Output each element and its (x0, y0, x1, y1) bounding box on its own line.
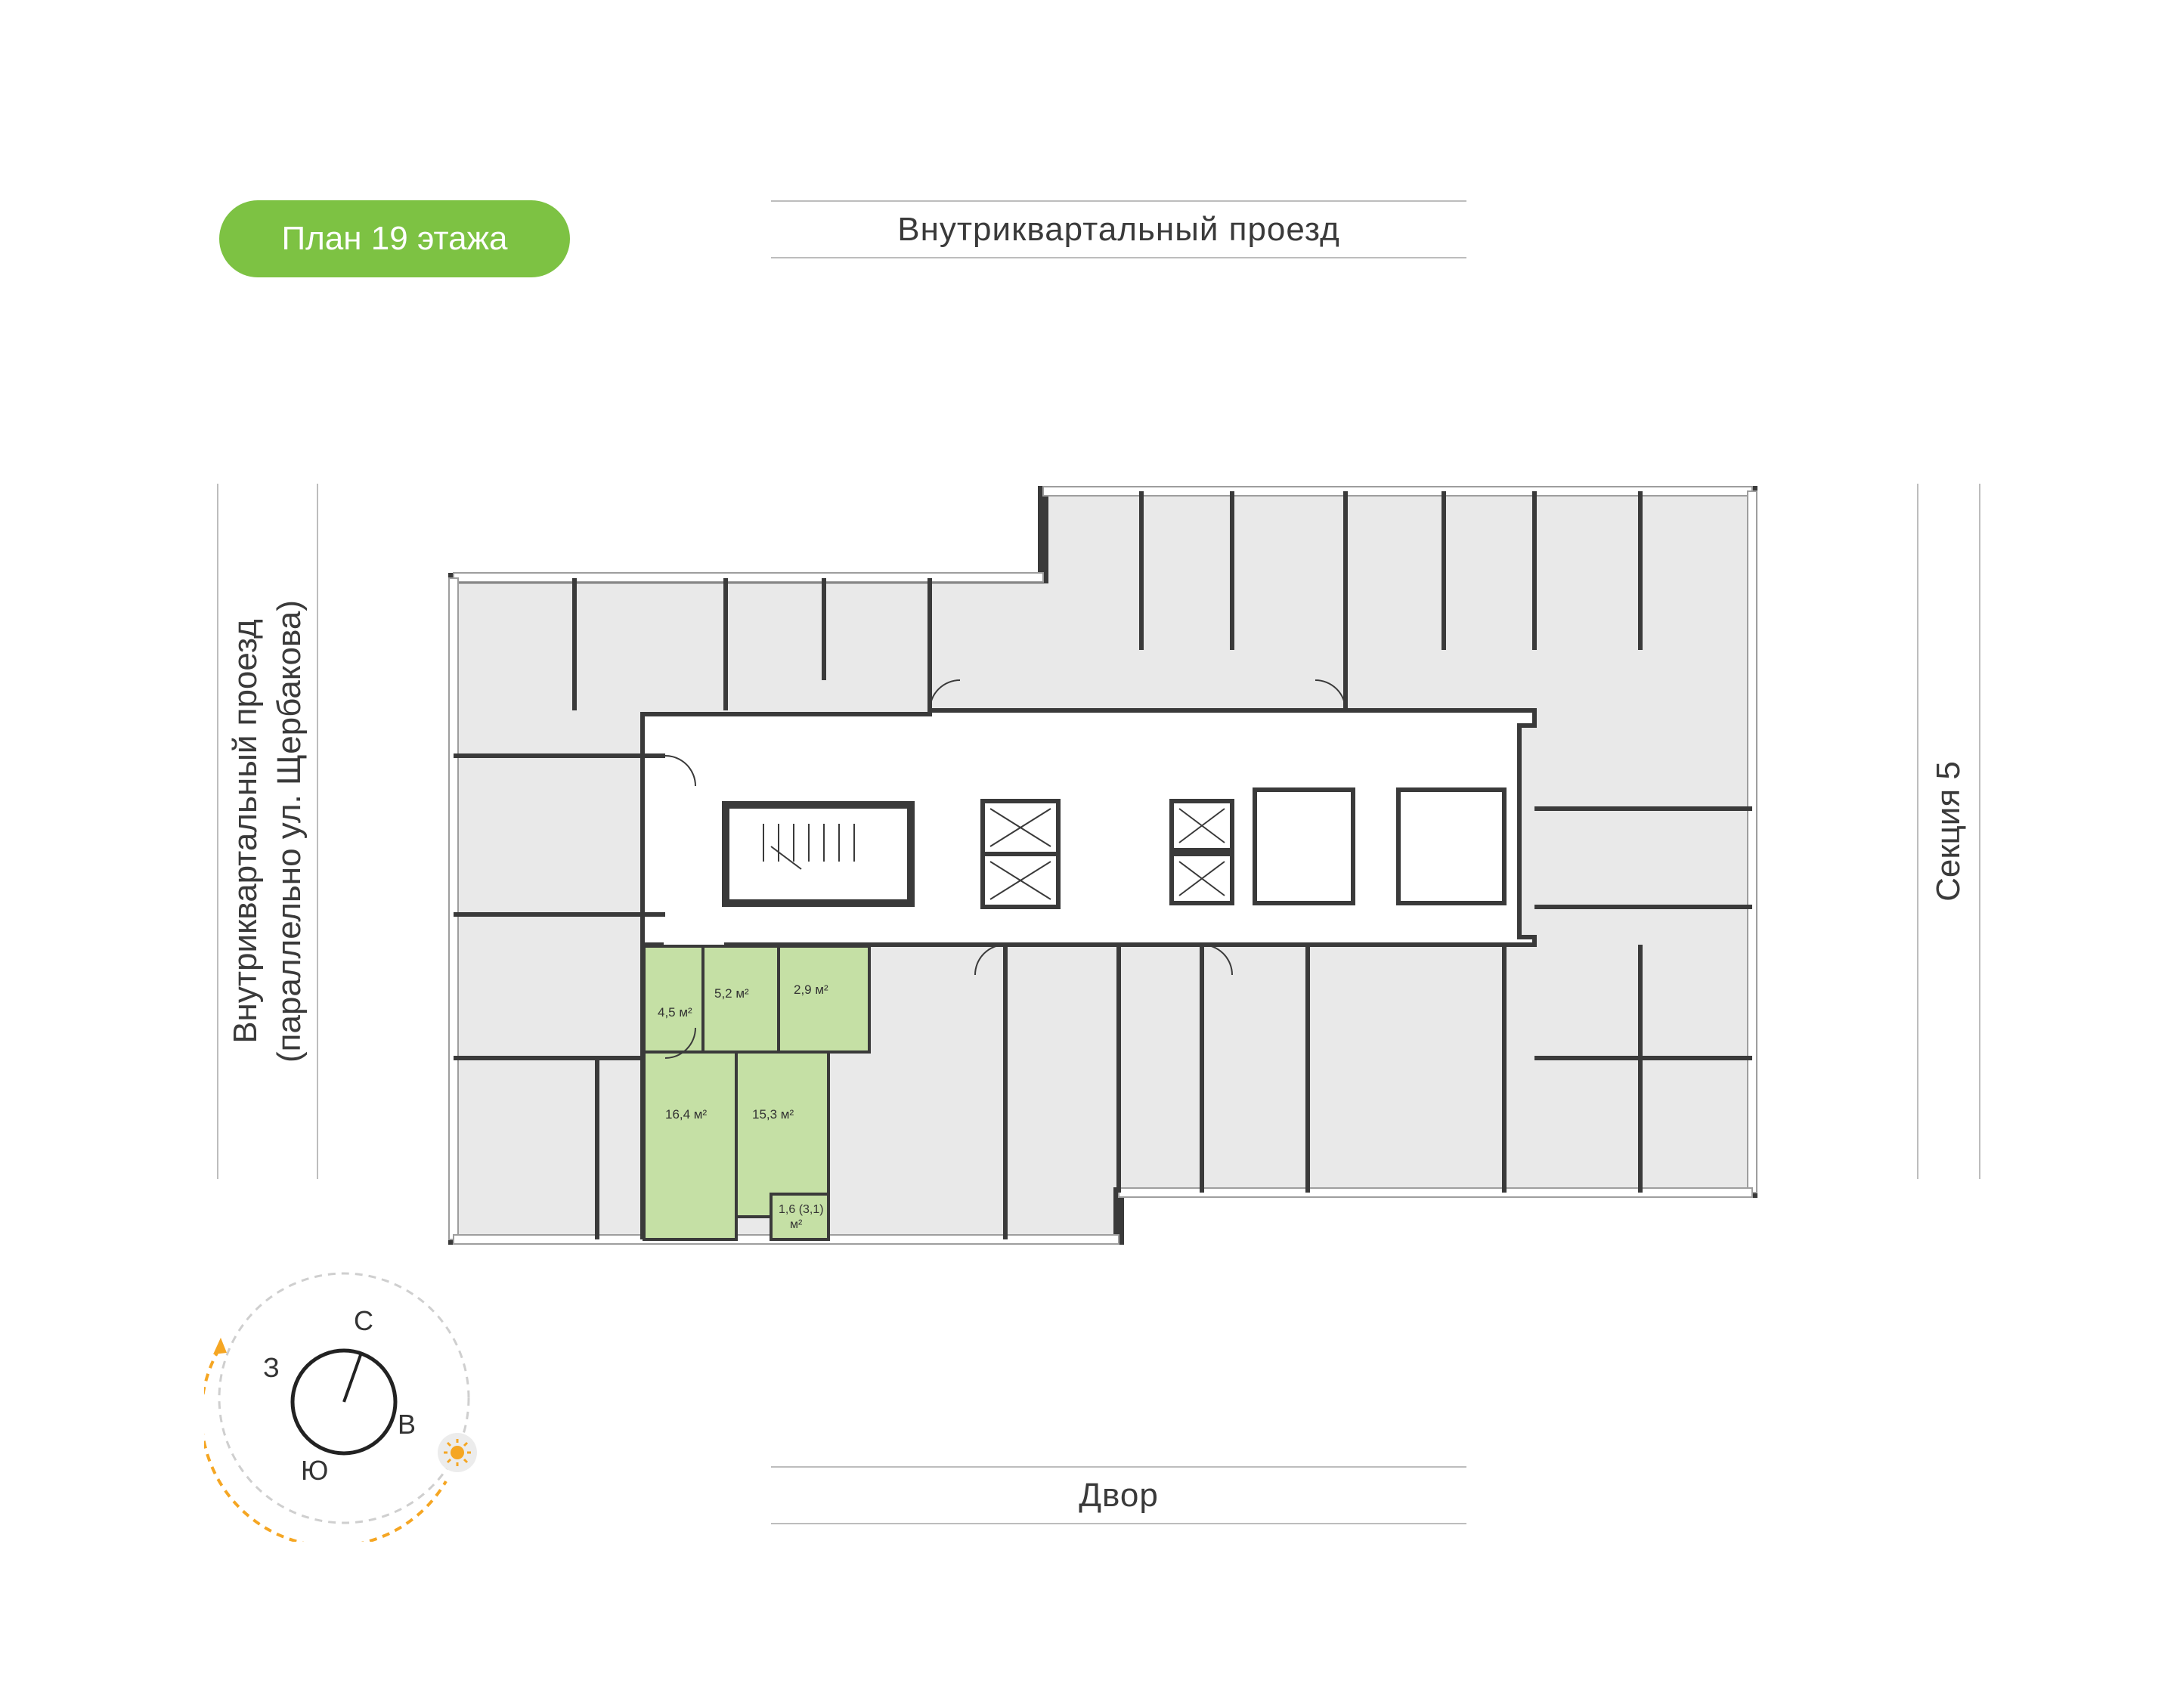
sun-path-arc (218, 1272, 470, 1524)
stairs (763, 824, 855, 870)
apartment-room-balcony (770, 1193, 830, 1241)
apartment-room-hall (701, 945, 780, 1054)
apartment-room-bedroom (643, 1050, 738, 1241)
arrow-icon (213, 1338, 227, 1354)
compass-rose: С З В Ю (204, 1272, 477, 1542)
door-swings (664, 679, 1346, 1059)
room-label-kitchen: 15,3 м² (752, 1107, 794, 1122)
street-label-bottom: Двор (771, 1466, 1466, 1524)
sun-icon (438, 1433, 477, 1472)
stair-core (722, 801, 915, 907)
street-label-top: Внутриквартальный проезд (771, 200, 1466, 258)
highlighted-apartment[interactable]: 4,5 м² 5,2 м² 2,9 м² 16,4 м² 15,3 м² 1,6… (643, 945, 871, 1241)
window-strips (448, 486, 1757, 1245)
room-label-balcony-unit: м² (790, 1218, 803, 1231)
section-label-text: Секция 5 (1930, 761, 1968, 902)
elevator-crosses (989, 808, 1225, 900)
floor-plan: 4,5 м² 5,2 м² 2,9 м² 16,4 м² 15,3 м² 1,6… (448, 486, 1757, 1245)
street-bottom-text: Двор (1079, 1476, 1159, 1514)
room-label-balcony: 1,6 (3,1) (779, 1203, 824, 1216)
sun-path-highlight (204, 1348, 447, 1542)
section-label: Секция 5 (1917, 484, 1980, 1179)
apartment-room-kitchen (735, 1050, 830, 1218)
compass-needle (342, 1352, 363, 1403)
room-label-hall: 5,2 м² (714, 986, 749, 1001)
room-label-bath: 4,5 м² (658, 1005, 692, 1020)
compass-west: З (263, 1352, 280, 1383)
compass-south: Ю (301, 1455, 328, 1486)
street-left-line1: Внутриквартальный проезд (227, 619, 265, 1044)
elevator-shafts (980, 799, 1234, 909)
compass-east: В (398, 1409, 416, 1440)
floor-plan-title: План 19 этажа (219, 200, 570, 277)
room-label-bedroom: 16,4 м² (665, 1107, 707, 1122)
service-rooms (1253, 787, 1507, 905)
street-left-text: Внутриквартальный проезд (параллельно ул… (224, 600, 311, 1063)
apartment-room-bath (643, 945, 705, 1054)
street-label-left: Внутриквартальный проезд (параллельно ул… (217, 484, 318, 1179)
compass-north: С (354, 1305, 373, 1336)
apartment-room-corridor (777, 945, 871, 1054)
street-left-line2: (параллельно ул. Щербакова) (271, 599, 308, 1063)
room-label-corridor: 2,9 м² (794, 982, 828, 997)
street-top-text: Внутриквартальный проезд (897, 210, 1340, 248)
